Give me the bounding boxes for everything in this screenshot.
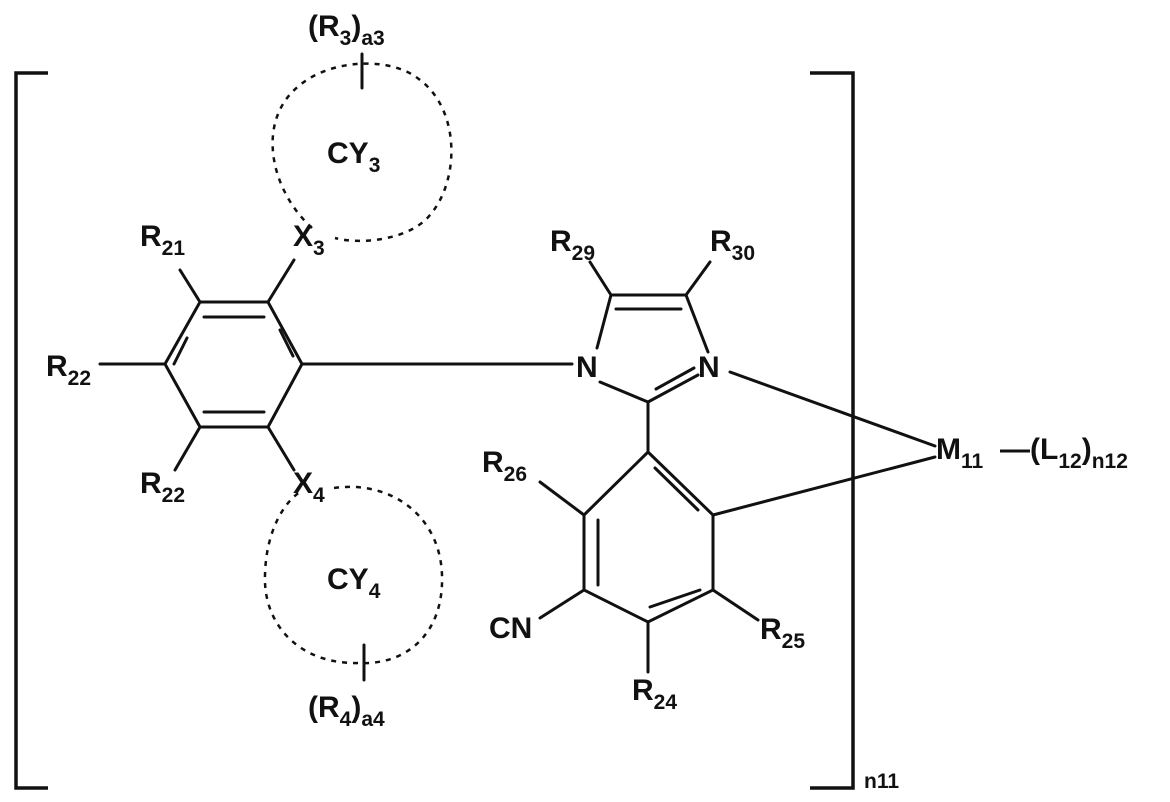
cn-label: CN	[489, 612, 532, 645]
r3-group-label: (R3)a3	[308, 10, 385, 50]
bond-r22-bottom	[175, 427, 200, 470]
bond-r25	[713, 590, 758, 620]
right-bracket	[810, 73, 853, 788]
bond-cn	[540, 590, 584, 618]
r24-label: R24	[632, 674, 677, 714]
bond-r21	[180, 270, 200, 302]
r21-label: R21	[140, 220, 185, 260]
r22-bottom-label: R22	[140, 467, 185, 507]
bond-x3	[268, 260, 294, 302]
metal-label: M11	[936, 433, 984, 473]
r22-left-label: R22	[46, 350, 91, 390]
r30-label: R30	[710, 225, 755, 265]
imidazole-ring	[597, 295, 708, 402]
bond-n-metal	[730, 372, 935, 446]
bottom-benzene-ring	[584, 452, 713, 622]
left-bracket	[16, 73, 48, 788]
bond-x4	[268, 427, 294, 470]
x4-label: X4	[293, 467, 325, 507]
bond-r30	[686, 262, 710, 295]
n1-label: N	[576, 351, 598, 384]
repeat-subscript: n11	[864, 770, 899, 793]
n3-label: N	[698, 351, 720, 384]
bond-r26	[540, 482, 584, 515]
bond-r29	[590, 262, 611, 295]
bond-c-metal	[713, 457, 935, 515]
cy3-label: CY3	[327, 137, 380, 177]
left-benzene-ring	[165, 302, 302, 427]
r4-group-label: (R4)a4	[308, 691, 385, 731]
r26-label: R26	[482, 446, 527, 486]
r29-label: R29	[550, 225, 595, 265]
r25-label: R25	[760, 613, 805, 653]
ligand-label: —(L12)n12	[1000, 433, 1128, 473]
cy4-label: CY4	[327, 563, 381, 603]
x3-label: X3	[293, 220, 325, 260]
